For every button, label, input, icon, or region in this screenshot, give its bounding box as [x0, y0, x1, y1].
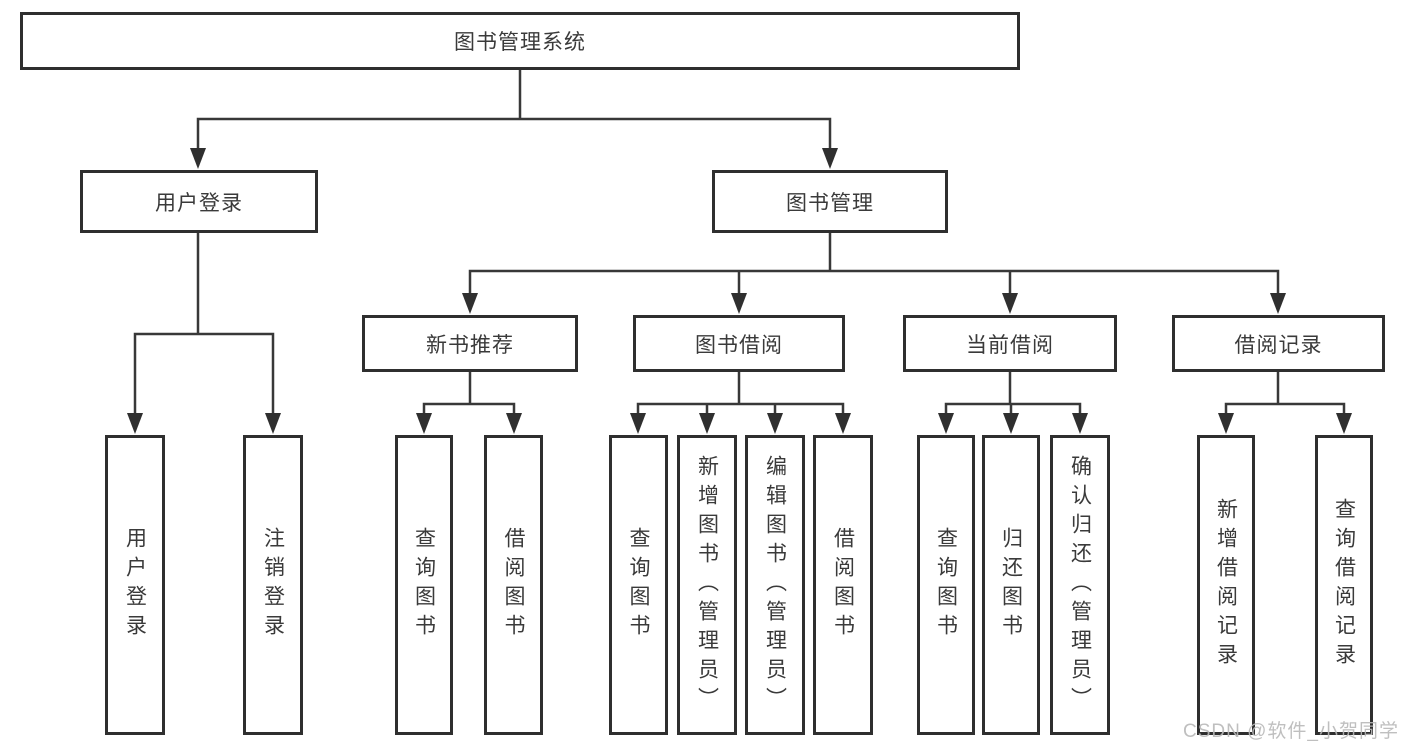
leaf-query-books-current: 查询图书 [917, 435, 975, 735]
leaf-user-login-label: 用户登录 [123, 527, 147, 643]
leaf-edit-books-admin: 编辑图书（管理员） [745, 435, 805, 735]
node-user-login: 用户登录 [80, 170, 318, 233]
leaf-return-books-label: 归还图书 [999, 527, 1023, 643]
arrowhead-icons [127, 148, 1352, 434]
node-new-book-recommend: 新书推荐 [362, 315, 578, 372]
leaf-query-books-current-label: 查询图书 [934, 527, 958, 643]
leaf-add-books-admin-label: 新增图书（管理员） [695, 454, 719, 716]
leaf-confirm-return-admin-label: 确认归还（管理员） [1068, 454, 1092, 716]
leaf-borrow-books-recommend: 借阅图书 [484, 435, 543, 735]
leaf-add-borrow-record-label: 新增借阅记录 [1214, 498, 1238, 672]
node-book-borrowing: 图书借阅 [633, 315, 845, 372]
leaf-query-books-recommend-label: 查询图书 [412, 527, 436, 643]
leaf-query-books-recommend: 查询图书 [395, 435, 453, 735]
leaf-borrow-books-recommend-label: 借阅图书 [502, 527, 525, 643]
leaf-query-borrow-record-label: 查询借阅记录 [1332, 498, 1356, 672]
leaf-edit-books-admin-label: 编辑图书（管理员） [763, 454, 787, 716]
leaf-query-borrow-record: 查询借阅记录 [1315, 435, 1373, 735]
node-borrowing-records: 借阅记录 [1172, 315, 1385, 372]
csdn-watermark: CSDN @软件_小贺同学 [1183, 721, 1399, 742]
leaf-add-borrow-record: 新增借阅记录 [1197, 435, 1255, 735]
leaf-logout: 注销登录 [243, 435, 303, 735]
leaf-add-books-admin: 新增图书（管理员） [677, 435, 737, 735]
leaf-confirm-return-admin: 确认归还（管理员） [1050, 435, 1110, 735]
leaf-query-books-borrowing: 查询图书 [609, 435, 668, 735]
node-current-borrowing: 当前借阅 [903, 315, 1117, 372]
node-root-system: 图书管理系统 [20, 12, 1020, 70]
leaf-return-books: 归还图书 [982, 435, 1040, 735]
leaf-logout-label: 注销登录 [261, 527, 285, 643]
leaf-borrow-books-label: 借阅图书 [831, 527, 855, 643]
leaf-user-login: 用户登录 [105, 435, 165, 735]
leaf-query-books-borrowing-label: 查询图书 [627, 527, 650, 643]
leaf-borrow-books: 借阅图书 [813, 435, 873, 735]
node-book-management: 图书管理 [712, 170, 948, 233]
